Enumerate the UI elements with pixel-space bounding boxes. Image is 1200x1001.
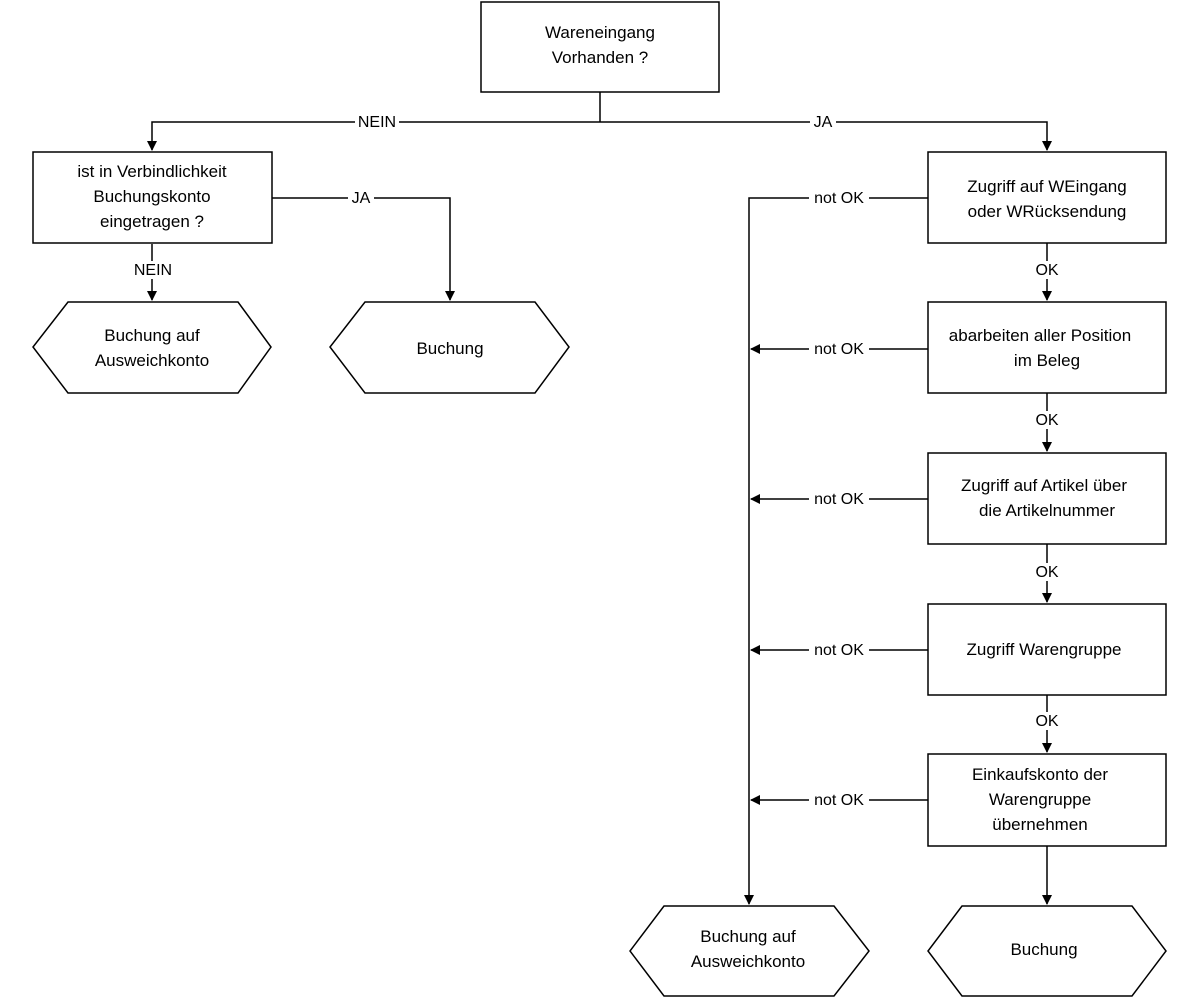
bottom-alt-line-2: Ausweichkonto — [691, 952, 805, 971]
check-line-2: Buchungskonto — [93, 187, 210, 206]
label-nein-top: NEIN — [358, 114, 396, 131]
label-nein-check: NEIN — [134, 262, 172, 279]
label-ok-4: OK — [1035, 713, 1058, 730]
check-line-1: ist in Verbindlichkeit — [77, 162, 227, 181]
node-purchase-account — [927, 753, 1167, 847]
label-not-ok-2: not OK — [814, 341, 864, 358]
edge-nein-left — [147, 121, 600, 151]
article-line-2: die Artikelnummer — [979, 501, 1115, 520]
check-line-3: eingetragen ? — [100, 212, 204, 231]
left-alt-line-2: Ausweichkonto — [95, 351, 209, 370]
positions-line-1: abarbeiten aller Position — [949, 326, 1131, 345]
left-alt-line-1: Buchung auf — [104, 326, 200, 345]
label-not-ok-3: not OK — [814, 491, 864, 508]
label-not-ok-4: not OK — [814, 642, 864, 659]
label-not-ok-1: not OK — [814, 190, 864, 207]
label-ok-2: OK — [1035, 412, 1058, 429]
node-check-account — [32, 151, 273, 244]
purchase-line-1: Einkaufskonto der — [972, 765, 1108, 784]
start-line-1: Wareneingang — [545, 23, 655, 42]
node-left-alt-booking — [32, 301, 272, 394]
node-process-positions — [927, 301, 1167, 394]
node-access-receipt — [927, 151, 1167, 244]
bottom-alt-line-1: Buchung auf — [700, 927, 796, 946]
label-not-ok-5: not OK — [814, 792, 864, 809]
edge-labels: NEIN JA NEIN JA OK OK OK OK not OK not O… — [130, 113, 1060, 809]
group-line-1: Zugriff Warengruppe — [967, 640, 1122, 659]
positions-line-2: im Beleg — [1014, 351, 1080, 370]
node-bottom-alt-booking — [629, 905, 870, 997]
bottom-booking-line-1: Buchung — [1010, 940, 1077, 959]
receipt-line-2: oder WRücksendung — [968, 202, 1127, 221]
node-access-group — [927, 603, 1167, 696]
node-access-article — [927, 452, 1167, 545]
edge-ja-right — [600, 121, 1052, 151]
label-ja-check: JA — [352, 190, 371, 207]
node-bottom-booking — [927, 905, 1167, 997]
label-ja-top: JA — [814, 114, 833, 131]
node-texts: Wareneingang Vorhanden ? ist in Verbindl… — [77, 23, 1131, 971]
left-booking-line-1: Buchung — [416, 339, 483, 358]
article-line-1: Zugriff auf Artikel über — [961, 476, 1127, 495]
label-ok-3: OK — [1035, 564, 1058, 581]
purchase-line-2: Warengruppe — [989, 790, 1091, 809]
connector-lines — [147, 92, 1052, 905]
node-left-booking — [329, 301, 570, 394]
start-line-2: Vorhanden ? — [552, 48, 648, 67]
purchase-line-3: übernehmen — [992, 815, 1087, 834]
process-boxes — [32, 1, 1167, 847]
terminal-hexagons — [32, 301, 1167, 997]
node-start — [480, 1, 720, 93]
edge-check-ja — [272, 197, 455, 301]
label-ok-1: OK — [1035, 262, 1058, 279]
receipt-line-1: Zugriff auf WEingang — [967, 177, 1126, 196]
